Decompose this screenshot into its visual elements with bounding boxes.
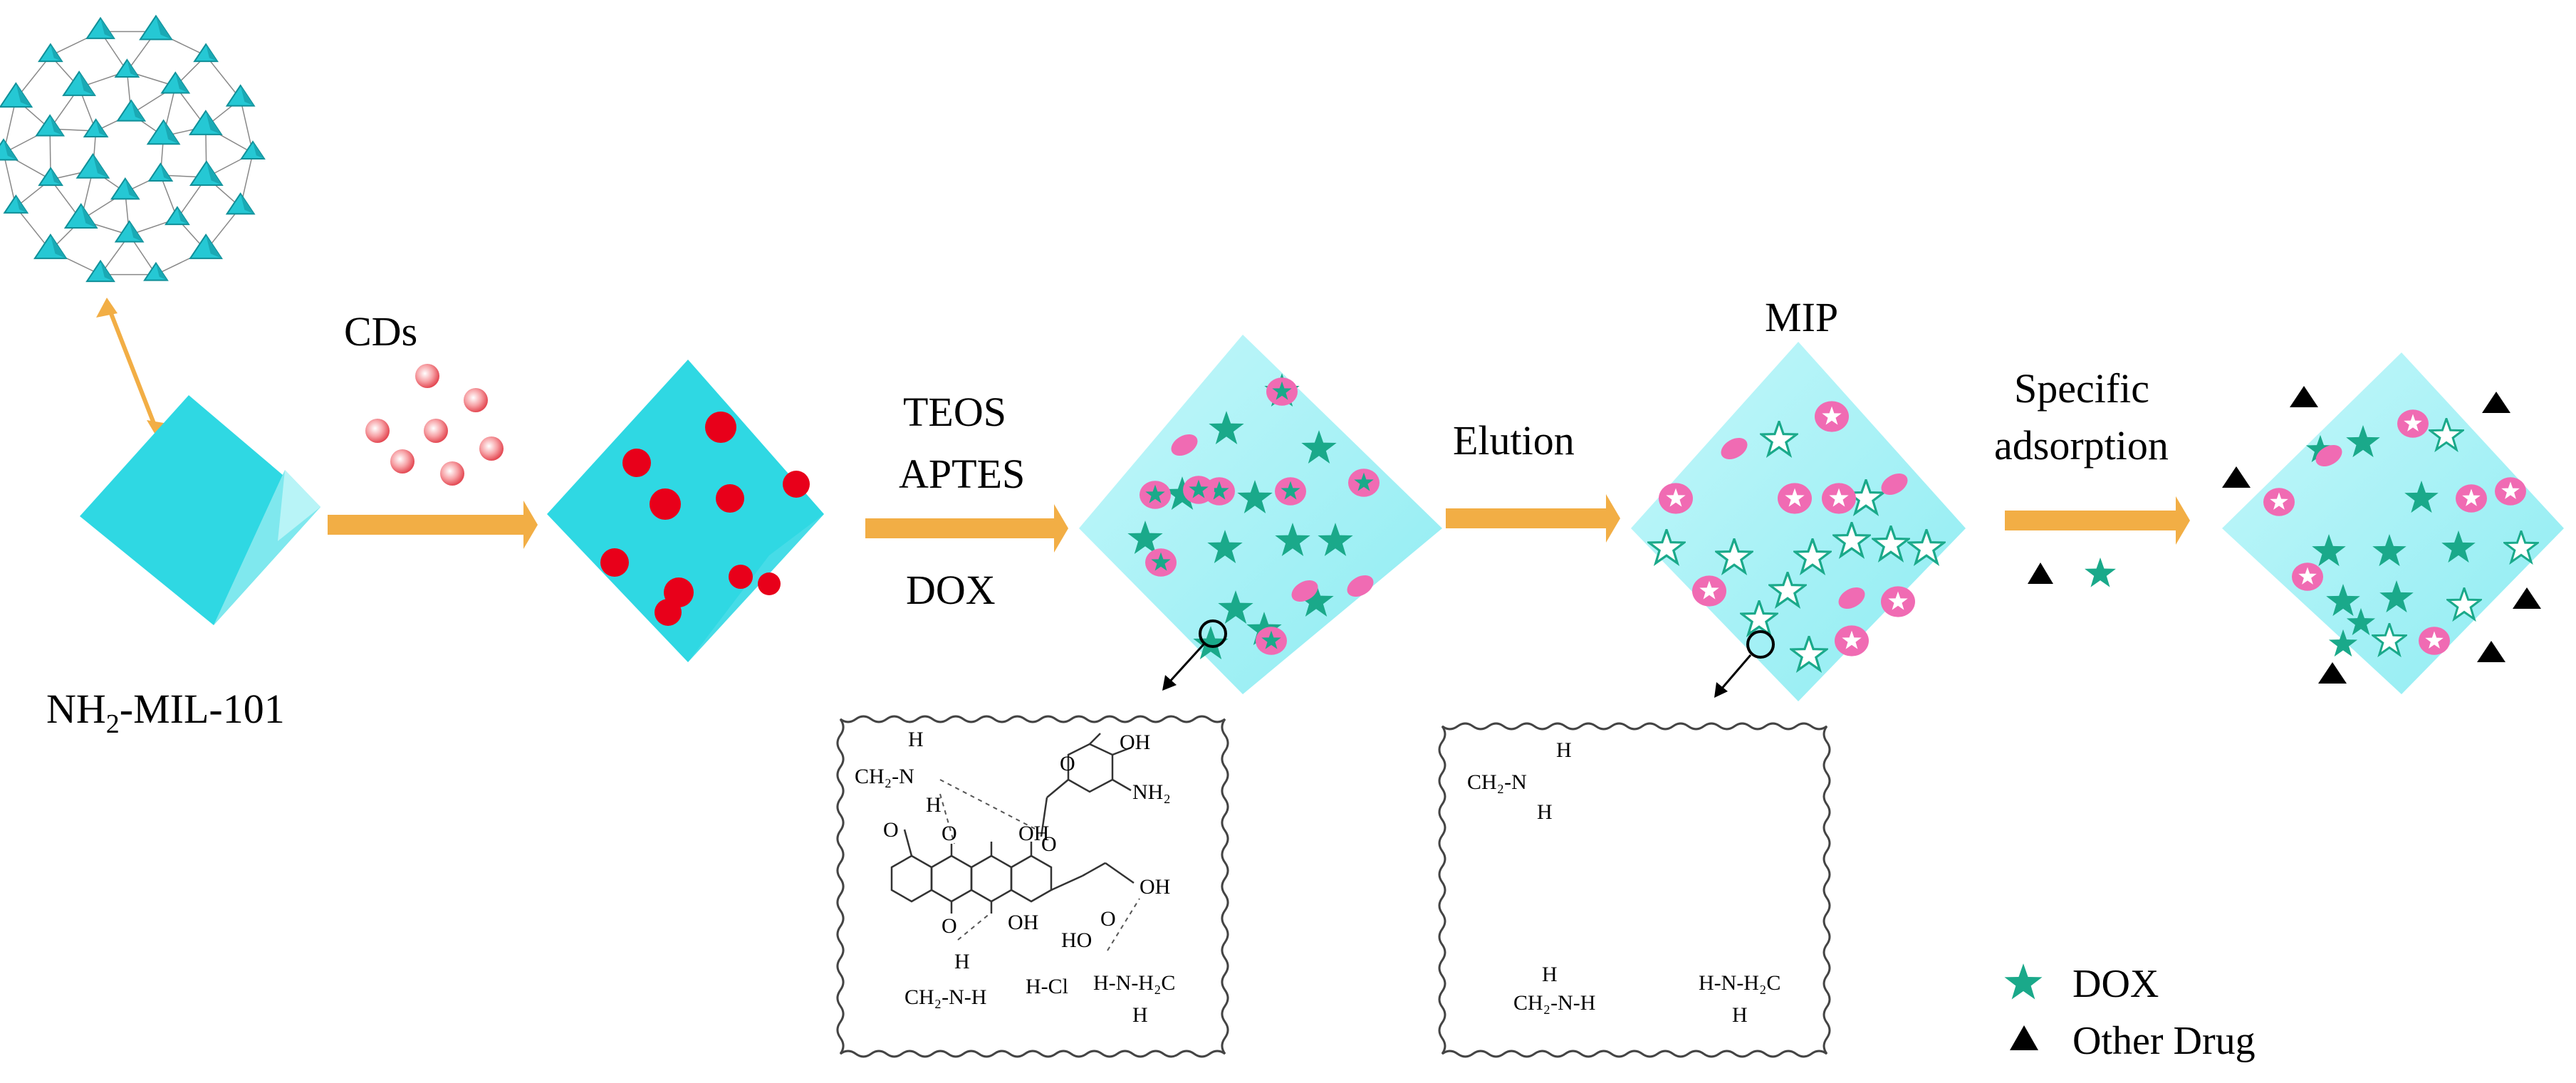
zoom-pointer-1 [1162, 619, 1227, 691]
chem-label: H [954, 950, 970, 973]
process-arrow-3 [1446, 494, 1620, 543]
legend: DOX Other Drug [2004, 962, 2256, 1063]
chem-label: O [942, 914, 957, 938]
chem-label: OH [1008, 911, 1038, 934]
chem-label: O [1100, 907, 1116, 931]
chem-label: H [908, 728, 924, 751]
interaction-box-dox: H CH₂-N H OH O NH₂ O O O OH O OH HO O OH… [836, 715, 1229, 1058]
adsorption-label: adsorption [1994, 422, 2169, 469]
dox-legend-star-icon [2004, 963, 2043, 1000]
chem-label: CH₂-N [1467, 770, 1527, 794]
chem-label: OH [1018, 822, 1049, 845]
mof-cluster-icon [0, 14, 266, 283]
chem-label: H [1132, 1003, 1148, 1027]
chem-label: H-Cl [1026, 975, 1068, 998]
process-arrow-4 [2005, 496, 2190, 545]
legend-other-drug-label: Other Drug [2072, 1019, 2256, 1063]
interaction-box-empty-cavity: H CH₂-N H H CH₂-N-H H-N-H₂C H [1438, 722, 1831, 1058]
mof-crystal [80, 395, 320, 625]
cds-loaded-crystal [547, 360, 824, 662]
chem-label: CH₂-N [855, 765, 914, 788]
process-arrow-1 [328, 501, 538, 549]
dox-star [2085, 557, 2116, 587]
dox-structure [890, 733, 1135, 914]
imprinted-polymer-with-dox [1079, 335, 1442, 694]
chem-label: H [1542, 963, 1558, 986]
chem-label: OH [1120, 731, 1150, 754]
zoom-pointer-2 [1714, 630, 1775, 698]
chem-label: H [1556, 738, 1572, 762]
cds-label: CDs [344, 308, 417, 355]
chem-label: OH [1140, 875, 1170, 899]
chem-label: O [1060, 752, 1075, 775]
drug-mixture [2028, 557, 2116, 587]
chem-label: HO [1061, 928, 1092, 952]
specific-label: Specific [2014, 365, 2149, 412]
chem-label: O [1041, 832, 1057, 856]
chem-label: O [883, 818, 899, 842]
mof-label: NH2-MIL-101 [46, 686, 285, 739]
chem-label: CH₂-N-H [1513, 991, 1595, 1015]
chem-label: H [1537, 800, 1553, 824]
mip-label: MIP [1765, 294, 1838, 340]
elution-label: Elution [1453, 417, 1575, 464]
chem-label: CH₂-N-H [904, 985, 986, 1009]
other-drug-legend-triangle-icon [2010, 1025, 2038, 1050]
carbon-dots [600, 412, 810, 626]
mip-after-adsorption [2222, 352, 2564, 694]
dox-step-label: DOX [906, 567, 996, 613]
teos-label: TEOS [903, 389, 1006, 435]
chem-label: NH₂ [1132, 780, 1171, 804]
aptes-label: APTES [899, 451, 1025, 497]
chem-label: H-N-H₂C [1699, 971, 1780, 995]
hydrogen-bonds [939, 779, 1140, 951]
process-arrow-2 [865, 504, 1068, 553]
chem-label: H [1732, 1003, 1748, 1027]
mof-link-arrow [96, 298, 168, 439]
legend-dox-label: DOX [2072, 962, 2159, 1006]
cds-particles [365, 364, 504, 486]
chem-label: H-N-H₂C [1093, 971, 1175, 995]
surrounding-drugs [2222, 386, 2541, 684]
mip-cavities [1631, 342, 1966, 701]
other-drug-triangle [2028, 563, 2053, 584]
chem-label: H [926, 793, 942, 817]
chem-label: O [942, 822, 957, 845]
